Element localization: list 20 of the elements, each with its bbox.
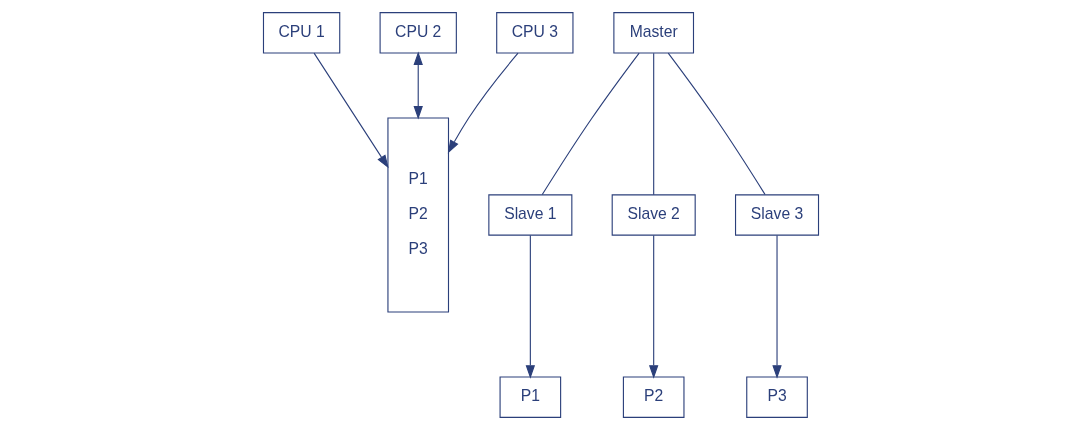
node-box: CPU 2	[379, 12, 457, 54]
node-box: P1	[499, 376, 561, 418]
node-box: P1 P2 P3	[386, 117, 449, 313]
node-box: P2	[622, 376, 684, 418]
node-box: CPU 3	[495, 12, 573, 54]
connector	[652, 52, 654, 196]
arrow	[447, 52, 519, 154]
node-box: Slave 2	[611, 194, 696, 236]
arrow	[313, 52, 389, 169]
arrow	[413, 51, 423, 120]
node-box: Master	[612, 12, 694, 54]
node-box: Slave 1	[487, 194, 572, 236]
node-box: CPU 1	[262, 12, 340, 54]
arrow	[648, 234, 658, 379]
connector	[541, 52, 640, 196]
arrow	[525, 234, 535, 379]
node-box: P3	[745, 376, 808, 418]
connector	[667, 52, 766, 196]
arrow	[771, 234, 782, 379]
node-box: Slave 3	[734, 194, 819, 236]
